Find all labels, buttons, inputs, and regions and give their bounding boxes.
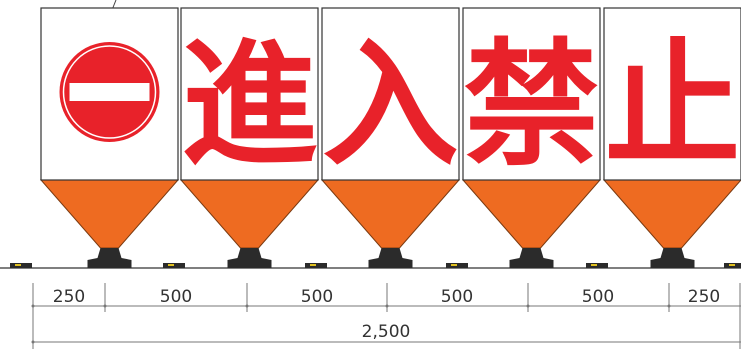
sign-panel xyxy=(462,7,601,181)
road-stud-reflector xyxy=(451,264,457,266)
sign-unit-2: 入 xyxy=(320,7,461,268)
no-entry-bar xyxy=(69,83,150,101)
road-stud xyxy=(586,263,608,268)
road-stud-reflector xyxy=(729,264,735,266)
road-stud xyxy=(10,263,32,268)
orange-cone xyxy=(320,179,461,249)
sign-unit-1: 進 xyxy=(179,7,320,268)
sign-panel xyxy=(180,7,319,181)
sign-base xyxy=(87,248,132,268)
sign-character: 止 xyxy=(605,27,741,185)
road-stud-reflector xyxy=(591,264,597,266)
road-stud xyxy=(163,263,185,268)
sign-unit-3: 禁 xyxy=(461,7,602,268)
sign-base xyxy=(227,248,272,268)
no-entry-inner-ring xyxy=(62,45,157,139)
tick-dot xyxy=(31,340,35,344)
orange-cone xyxy=(461,179,602,249)
sign-base xyxy=(509,248,554,268)
dimension-labels: 250 500 500 500 500 250 2,500 xyxy=(53,287,720,342)
tick-dot xyxy=(103,304,107,308)
ground-markers xyxy=(10,263,741,268)
road-stud-reflector xyxy=(310,264,316,266)
dimension-label-0: 250 xyxy=(53,287,85,307)
orange-cone xyxy=(602,179,741,249)
sign-base xyxy=(650,248,695,268)
sign-character: 入 xyxy=(323,27,459,185)
road-stud xyxy=(446,263,468,268)
dimension-label-5: 250 xyxy=(688,287,720,307)
road-stud-reflector xyxy=(15,264,21,266)
tick-dot xyxy=(526,304,530,308)
tick-dot xyxy=(31,304,35,308)
sign-panel xyxy=(321,7,460,181)
sign-unit-4: 止 xyxy=(602,7,741,268)
tick-dot xyxy=(385,304,389,308)
dimension-lines xyxy=(31,283,741,349)
dimension-label-2: 500 xyxy=(301,287,333,307)
sign-unit-0 xyxy=(39,7,180,268)
sign-character: 禁 xyxy=(464,27,600,185)
orange-cone xyxy=(179,179,320,249)
road-stud xyxy=(305,263,327,268)
dimension-label-1: 500 xyxy=(160,287,192,307)
dimension-total-label: 2,500 xyxy=(362,322,411,342)
sign-character: 進 xyxy=(182,27,318,185)
tick-dot xyxy=(245,304,249,308)
sign-base xyxy=(368,248,413,268)
sign-panels: 進入禁止 xyxy=(39,7,741,268)
dimension-label-4: 500 xyxy=(582,287,614,307)
dimension-label-3: 500 xyxy=(441,287,473,307)
tick-dot xyxy=(667,304,671,308)
road-stud xyxy=(724,263,741,268)
orange-cone xyxy=(39,179,180,249)
no-entry-icon xyxy=(59,42,160,142)
road-stud-reflector xyxy=(168,264,174,266)
sign-panel xyxy=(603,7,741,181)
